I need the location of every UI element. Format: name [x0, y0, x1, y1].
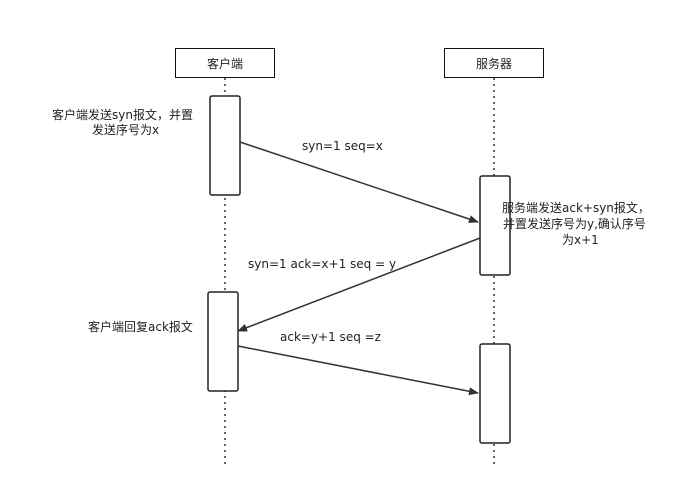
syn-arrow	[239, 141, 479, 223]
server-synack-note-line3: 为x+1	[562, 233, 599, 247]
client-participant-label: 客户端	[206, 56, 243, 71]
ack-arrow	[237, 345, 479, 396]
server-synack-note-line2: 并置发送序号为y,确认序号	[503, 217, 646, 231]
client-syn-note-line2: 发送序号为x	[92, 123, 160, 137]
client-activation-ack	[207, 291, 239, 392]
syn-message-label: syn=1 seq=x	[302, 139, 383, 153]
client-ack-note: 客户端回复ack报文	[88, 320, 193, 334]
syn-ack-arrow	[237, 237, 481, 332]
server-activation-ack	[479, 343, 511, 444]
server-participant-label: 服务器	[475, 56, 512, 71]
client-syn-note-line1: 客户端发送syn报文，并置	[52, 108, 193, 122]
ack-message-label: ack=y+1 seq =z	[280, 330, 381, 344]
server-activation-synack	[479, 175, 511, 276]
client-participant-box: 客户端	[175, 48, 275, 78]
client-activation-syn	[209, 95, 241, 196]
server-synack-note-line1: 服务端发送ack+syn报文，	[502, 201, 650, 215]
syn-ack-message-label: syn=1 ack=x+1 seq = y	[248, 257, 397, 271]
server-participant-box: 服务器	[444, 48, 544, 78]
